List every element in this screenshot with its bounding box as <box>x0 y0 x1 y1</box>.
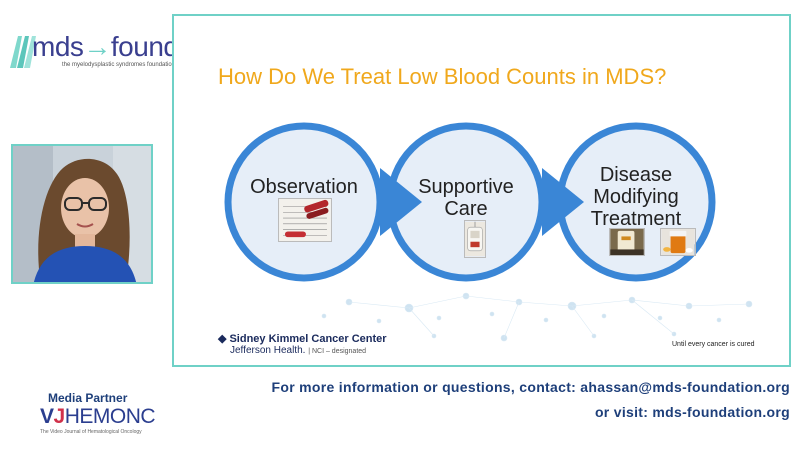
step-label-line: Care <box>396 198 536 220</box>
website-info: or visit: mds-foundation.org <box>595 404 790 420</box>
pill-bottle-photo <box>660 228 696 256</box>
step-label-line: Observation <box>234 176 374 198</box>
brand-subtitle: The Video Journal of Hematological Oncol… <box>40 429 150 435</box>
blood-transfusion-bag-photo <box>464 220 486 258</box>
step-label-line: Supportive <box>396 176 536 198</box>
vjhemonc-logo: VJHEMONC The Video Journal of Hematologi… <box>40 406 150 440</box>
speaker-image <box>13 146 153 284</box>
brand-j: J <box>54 405 65 428</box>
speaker-video-feed <box>11 144 153 284</box>
presentation-slide: How Do We Treat Low Blood Counts in MDS? <box>172 14 791 367</box>
step-label-line: Modifying <box>566 186 706 208</box>
iv-medication-photo <box>609 228 645 256</box>
logo-mds: mds <box>32 31 83 62</box>
mds-foundation-logo: mds→foundation the myelodysplastic syndr… <box>8 30 166 72</box>
step-label-disease-modifying-treatment: Disease Modifying Treatment <box>566 164 706 230</box>
footer-tagline: Until every cancer is cured <box>672 341 754 348</box>
step-label-line: Disease <box>566 164 706 186</box>
footer-sub-name: Jefferson Health. <box>230 345 305 356</box>
brand-v: V <box>40 405 54 428</box>
footer-nci-designation: NCI – designated <box>312 348 366 355</box>
step-label-observation: Observation <box>234 176 374 198</box>
step-label-supportive-care: Supportive Care <box>396 176 536 220</box>
contact-info: For more information or questions, conta… <box>272 379 790 395</box>
blood-test-results-photo <box>278 198 332 242</box>
brand-rest: HEMONC <box>65 405 155 428</box>
sidney-kimmel-cancer-center-logo: ◆Sidney Kimmel Cancer Center Jefferson H… <box>218 332 387 356</box>
footer-org-name: Sidney Kimmel Cancer Center <box>229 333 386 345</box>
media-partner-label: Media Partner <box>48 391 127 405</box>
logo-tagline: the myelodysplastic syndromes foundation… <box>62 62 188 68</box>
step-label-line: Treatment <box>566 208 706 230</box>
